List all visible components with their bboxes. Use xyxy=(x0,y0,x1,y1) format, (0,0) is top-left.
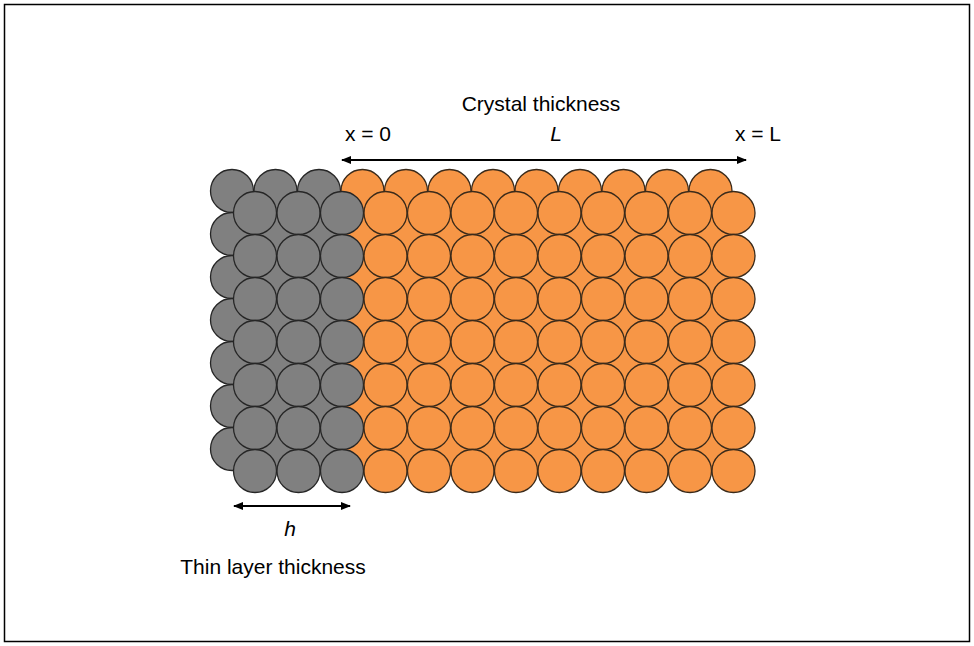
crystal-atom xyxy=(712,450,755,493)
crystal-atom xyxy=(495,450,538,493)
crystal-atom xyxy=(582,235,625,278)
thin-layer-atom xyxy=(234,450,277,493)
thin-layer-atom xyxy=(321,364,364,407)
position-label: x = L xyxy=(735,123,781,144)
crystal-atom xyxy=(669,321,712,364)
thin-layer-atom xyxy=(277,364,320,407)
thin-layer-atom xyxy=(321,235,364,278)
crystal-atom xyxy=(451,278,494,321)
thin-layer-atom xyxy=(277,407,320,450)
crystal-atom xyxy=(364,235,407,278)
crystal-atom xyxy=(669,364,712,407)
crystal-atom xyxy=(538,192,581,235)
thin-layer-atom xyxy=(234,364,277,407)
crystal-atom xyxy=(625,407,668,450)
dimension-arrow xyxy=(342,159,746,161)
crystal-atom xyxy=(625,364,668,407)
dimension-symbol: h xyxy=(284,518,296,539)
crystal-atom xyxy=(538,321,581,364)
crystal-atom xyxy=(495,321,538,364)
thin-layer-atom xyxy=(321,192,364,235)
crystal-atom xyxy=(625,192,668,235)
crystal-atom xyxy=(495,278,538,321)
crystal-atom xyxy=(538,235,581,278)
crystal-atom xyxy=(495,407,538,450)
crystal-atom xyxy=(364,407,407,450)
crystal-atom xyxy=(669,235,712,278)
thin-layer-atom xyxy=(234,407,277,450)
crystal-atom xyxy=(625,278,668,321)
thin-layer-atom xyxy=(321,278,364,321)
crystal-atom xyxy=(408,235,451,278)
crystal-atom xyxy=(538,278,581,321)
crystal-atom xyxy=(495,364,538,407)
crystal-atom xyxy=(495,235,538,278)
crystal-atom xyxy=(408,407,451,450)
frame xyxy=(5,5,970,642)
crystal-atom xyxy=(538,364,581,407)
dimension-title: Thin layer thickness xyxy=(180,556,366,577)
crystal-atom xyxy=(364,192,407,235)
crystal-atom xyxy=(451,450,494,493)
thin-layer-atom xyxy=(277,235,320,278)
thin-layer-atom xyxy=(277,450,320,493)
crystal-atom xyxy=(712,235,755,278)
crystal-atom xyxy=(451,364,494,407)
crystal-atom xyxy=(669,192,712,235)
thin-layer-atom xyxy=(234,192,277,235)
crystal-atom xyxy=(669,450,712,493)
crystal-atom xyxy=(364,321,407,364)
crystal-atom xyxy=(364,450,407,493)
crystal-atom xyxy=(408,450,451,493)
crystal-atom xyxy=(625,235,668,278)
crystal-atom xyxy=(712,407,755,450)
crystal-atom xyxy=(669,407,712,450)
crystal-atom xyxy=(582,450,625,493)
crystal-atom xyxy=(625,321,668,364)
dimension-title: Crystal thickness xyxy=(462,93,621,114)
crystal-atom xyxy=(451,407,494,450)
crystal-atom xyxy=(408,192,451,235)
dimension-symbol: L xyxy=(550,123,562,144)
crystal-atom xyxy=(625,450,668,493)
thin-layer-atom xyxy=(234,235,277,278)
atom-lattice xyxy=(211,170,756,493)
thin-layer-atom xyxy=(277,278,320,321)
crystal-atom xyxy=(712,364,755,407)
thin-layer-atom xyxy=(277,321,320,364)
thin-layer-atom xyxy=(321,450,364,493)
crystal-atom xyxy=(495,192,538,235)
thin-layer-atom xyxy=(321,321,364,364)
crystal-atom xyxy=(408,278,451,321)
crystal-atom xyxy=(451,321,494,364)
position-label: x = 0 xyxy=(345,123,391,144)
thin-layer-atom xyxy=(234,321,277,364)
crystal-atom xyxy=(582,407,625,450)
crystal-atom xyxy=(364,364,407,407)
crystal-atom xyxy=(582,192,625,235)
thin-layer-atom xyxy=(277,192,320,235)
crystal-atom xyxy=(712,278,755,321)
crystal-atom xyxy=(451,192,494,235)
dimension-arrow xyxy=(234,505,350,507)
crystal-atom xyxy=(408,321,451,364)
crystal-atom xyxy=(669,278,712,321)
crystal-atom xyxy=(364,278,407,321)
crystal-atom xyxy=(712,321,755,364)
thin-layer-atom xyxy=(234,278,277,321)
crystal-atom xyxy=(582,278,625,321)
thin-layer-atom xyxy=(321,407,364,450)
crystal-atom xyxy=(451,235,494,278)
crystal-atom xyxy=(582,364,625,407)
crystal-atom xyxy=(712,192,755,235)
crystal-atom xyxy=(582,321,625,364)
crystal-atom xyxy=(538,407,581,450)
crystal-atom xyxy=(538,450,581,493)
crystal-atom xyxy=(408,364,451,407)
